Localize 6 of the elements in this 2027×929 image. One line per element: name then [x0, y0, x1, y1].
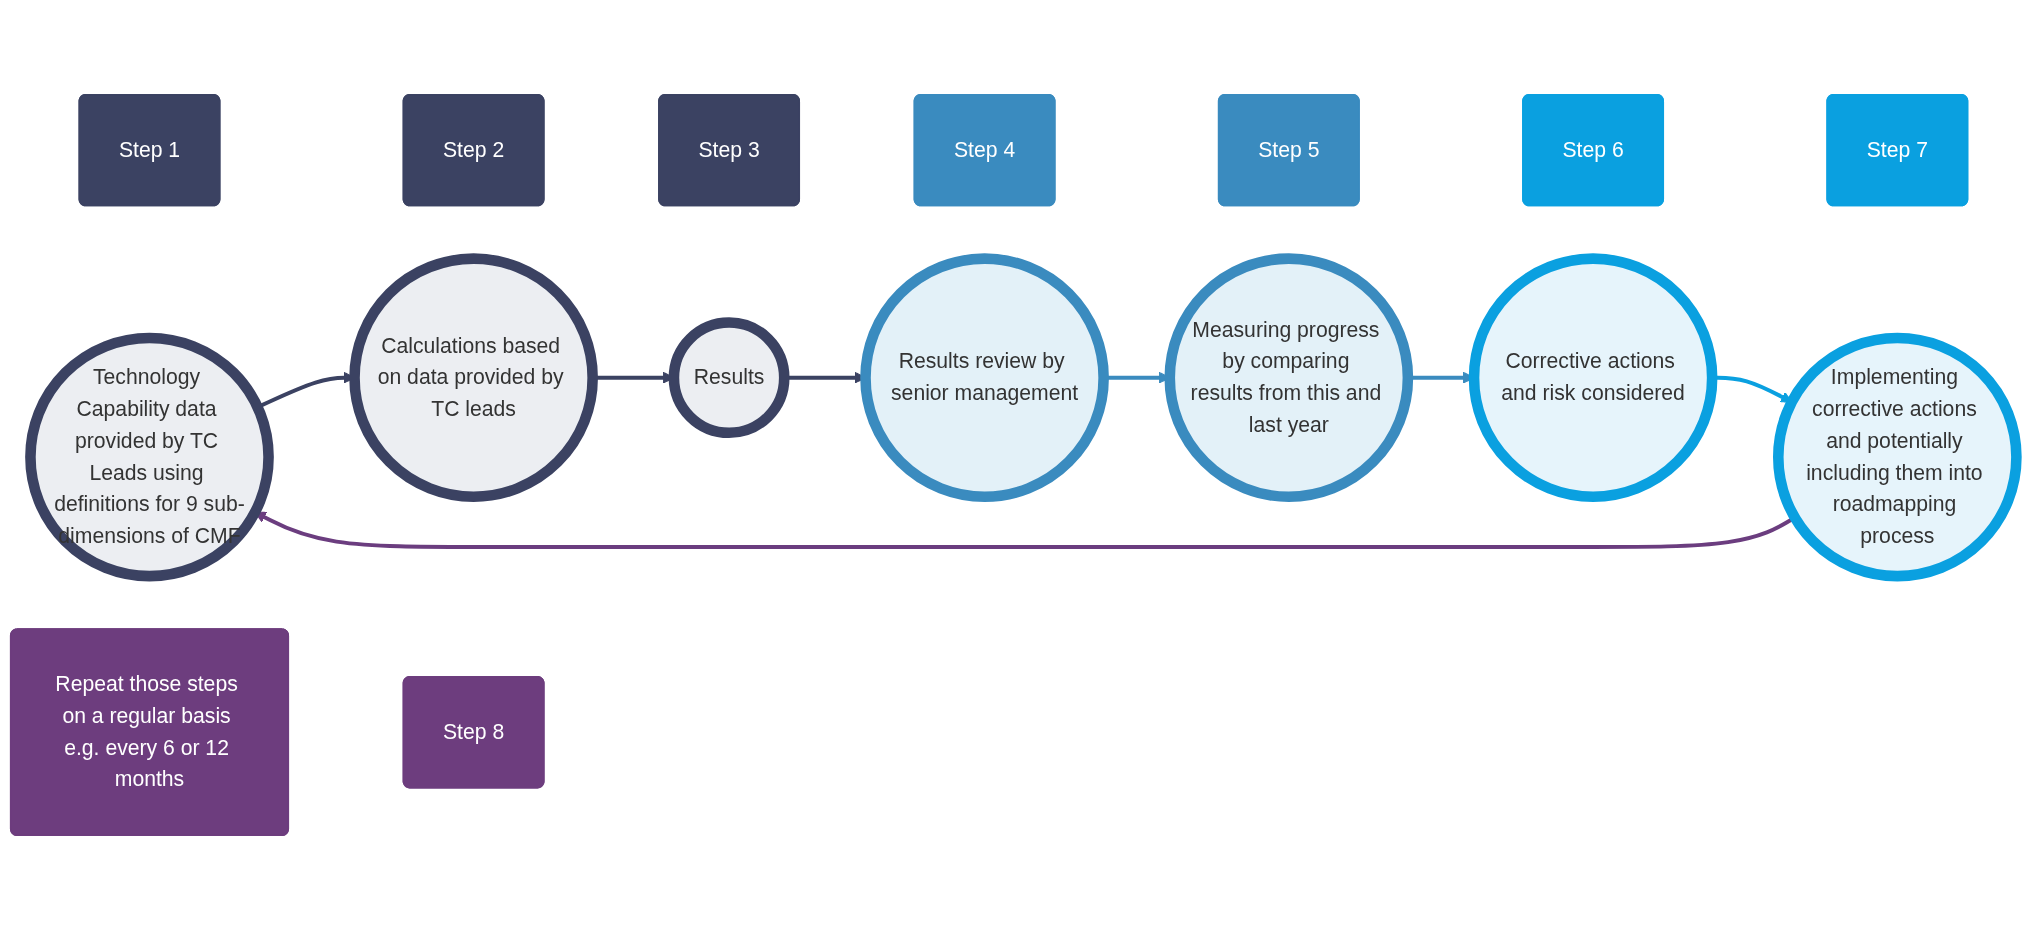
node-circle: Implementing corrective actions and potentially including them into roadmapping process: [1773, 332, 2022, 581]
node-circle: Corrective actions and risk considered: [1468, 252, 1718, 502]
node-circle: Measuring progress by comparing results from this and last year: [1164, 252, 1414, 502]
node-circle: Results review by senior management: [860, 252, 1109, 502]
node-circle: Calculations based on data provided by TC leads: [349, 252, 598, 502]
node-circle: Results: [668, 316, 790, 438]
